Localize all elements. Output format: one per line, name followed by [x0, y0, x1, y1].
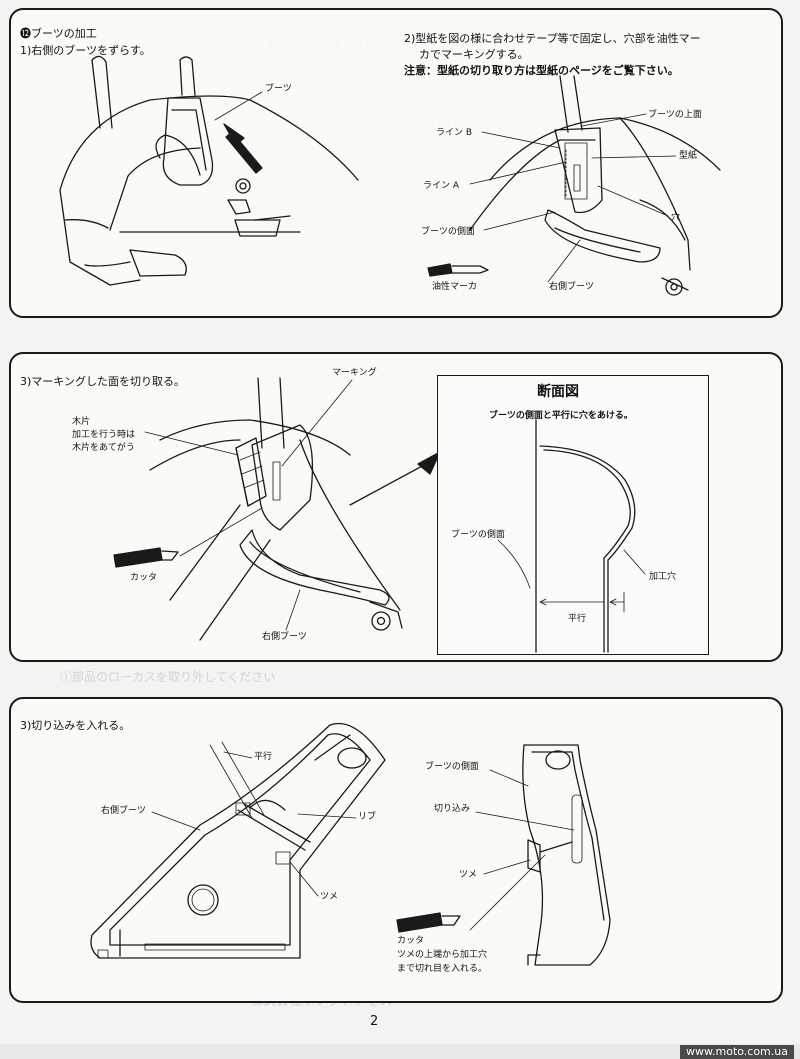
section-view-subtitle: ブーツの側面と平行に穴をあける。	[489, 411, 633, 421]
label-cutter-2: カッタ	[397, 936, 425, 946]
label-wood-1: 木片	[72, 417, 91, 427]
step-3-text: 3)マーキングした面を切り取る。	[20, 375, 185, 388]
label-cut-note-2: まで切れ目を入れる。	[397, 964, 488, 974]
footer-bar	[0, 1044, 800, 1059]
section-number-badge: ⓬	[20, 27, 31, 40]
label-cutter: カッタ	[130, 573, 158, 583]
section-label-machined-hole: 加工穴	[649, 572, 677, 582]
label-line-a: ライン A	[423, 181, 460, 191]
step-2-note: 注意：型紙の切り取り方は型紙のページをご覧下さい。	[404, 64, 679, 77]
step-2-text-line1: 2)型紙を図の様に合わせテープ等で固定し、穴部を油性マー	[404, 32, 701, 45]
page-number: 2	[370, 1014, 379, 1029]
label-wood-2: 加工を行う時は	[72, 430, 136, 440]
section-label-boot-side: ブーツの側面	[451, 530, 505, 540]
section1-heading: ⓬ブーツの加工	[20, 26, 97, 41]
label-tab: ツメ	[320, 892, 339, 902]
step-2-text-line2: カでマーキングする。	[419, 48, 529, 61]
label-template: 型紙	[679, 151, 698, 161]
label-right-boot-3: 右側ブーツ	[101, 806, 146, 816]
label-right-boot-2: 右側ブーツ	[262, 632, 307, 642]
label-parallel: 平行	[254, 752, 273, 762]
label-rib: リブ	[358, 812, 377, 822]
section-title: ブーツの加工	[31, 27, 97, 40]
label-wood-3: 木片をあてがう	[72, 443, 135, 453]
boot-label: ブーツ	[265, 84, 292, 94]
label-boot-side-2: ブーツの側面	[425, 762, 479, 772]
section-label-parallel: 平行	[568, 614, 587, 624]
panel-top	[9, 8, 783, 318]
section-view-box	[437, 375, 709, 655]
step-4-text: 3)切り込みを入れる。	[20, 719, 131, 732]
label-line-b: ライン B	[436, 128, 473, 138]
label-tab-2: ツメ	[459, 870, 478, 880]
label-hole: 穴	[671, 213, 681, 223]
label-boot-top: ブーツの上面	[648, 110, 702, 120]
panel-bottom	[9, 697, 783, 1003]
section-view-title: 断面図	[537, 384, 579, 400]
label-marking: マーキング	[332, 368, 377, 378]
label-marker-pen: 油性マーカ	[432, 282, 478, 292]
label-right-boot: 右側ブーツ	[549, 282, 594, 292]
label-boot-side: ブーツの側面	[421, 227, 475, 237]
step-1-text: 1)右側のブーツをずらす。	[20, 44, 151, 57]
watermark-url: www.moto.com.ua	[680, 1045, 794, 1059]
label-cut-note-1: ツメの上端から加工穴	[397, 950, 488, 960]
label-notch: 切り込み	[434, 804, 471, 814]
